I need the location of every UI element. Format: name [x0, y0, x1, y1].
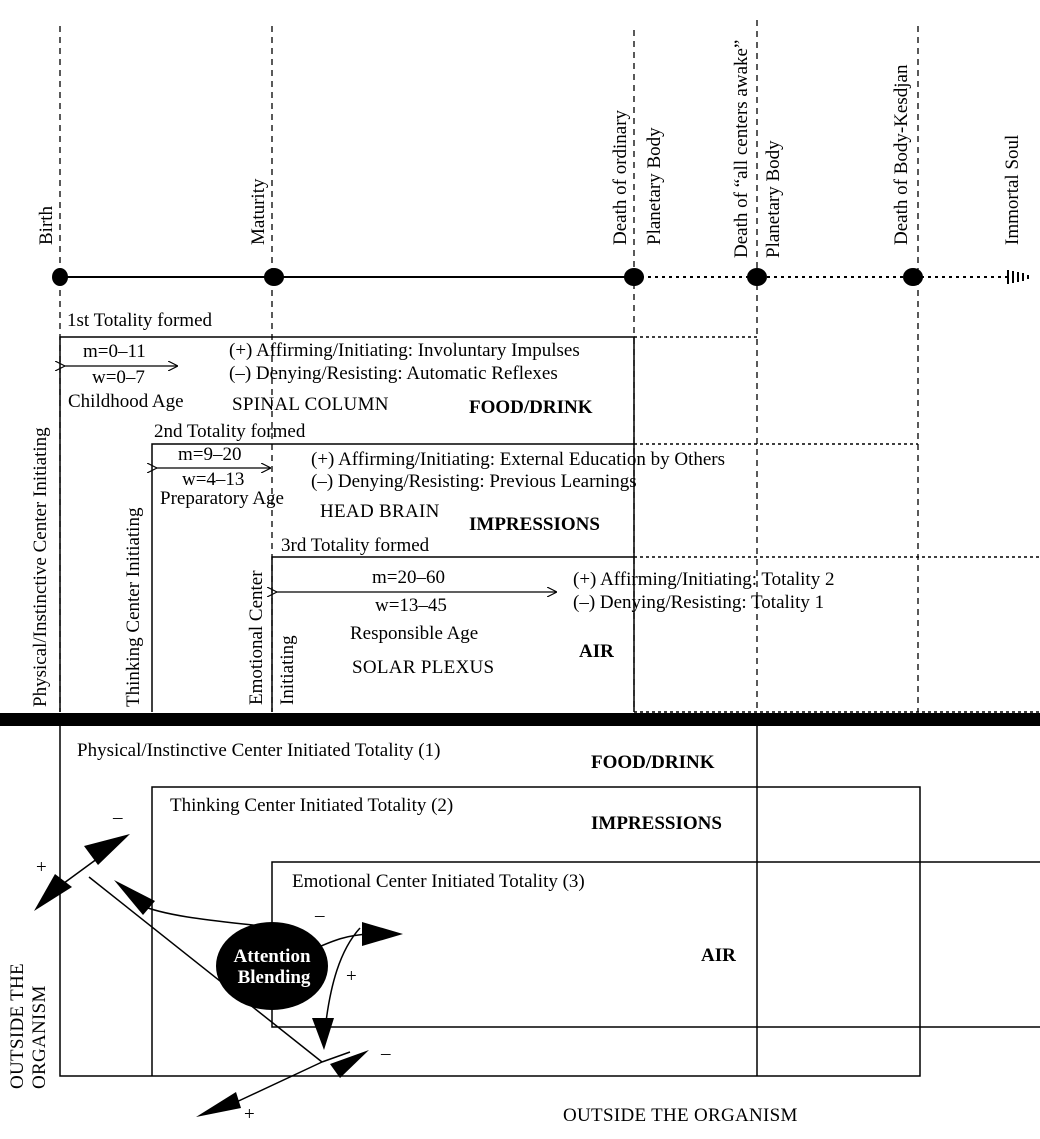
polarity-signs: – + – + – + — [36, 807, 391, 1125]
label-death-all-centers: Death of “all centers awake” — [731, 40, 752, 258]
totality-2-formed: 2nd Totality formed — [154, 421, 306, 442]
upper-boxes — [59, 336, 1040, 713]
totality-1-age: Childhood Age — [68, 391, 184, 412]
totality-2-affirming: (+) Affirming/Initiating: External Educa… — [311, 449, 725, 470]
totality-1-w-range: w=0–7 — [92, 367, 145, 388]
totality-3-section: 3rd Totality formed m=20–60 w=13–45 Resp… — [276, 535, 834, 678]
totality-3-m-range: m=20–60 — [372, 567, 445, 588]
maturity-dot — [264, 268, 284, 286]
death-all-centers-dot — [747, 268, 767, 286]
death-kesdjan-dot — [903, 268, 923, 286]
box-3-label: Emotional Center Initiated Totality (3) — [292, 871, 585, 892]
box-1-label: Physical/Instinctive Center Initiated To… — [77, 740, 440, 761]
label-death-ordinary: Death of ordinary — [610, 109, 631, 245]
arrow-lower-right — [330, 1050, 369, 1078]
label-planetary-body-2: Planetary Body — [763, 140, 784, 258]
milestone-labels: Birth Maturity Death of ordinary Planeta… — [36, 40, 1023, 258]
sign-minus-1: – — [112, 807, 123, 828]
center-labels: Physical/Instinctive Center Initiating T… — [30, 427, 298, 707]
arrow-lower-left — [196, 1092, 241, 1117]
label-maturity: Maturity — [248, 178, 269, 245]
label-thinking-center: Thinking Center Initiating — [123, 507, 144, 707]
label-planetary-body-1: Planetary Body — [644, 127, 665, 245]
totality-1-organ: SPINAL COLUMN — [232, 394, 389, 415]
death-ordinary-dot — [624, 268, 644, 286]
attention-blending-node — [216, 922, 328, 1010]
box-1-food: FOOD/DRINK — [591, 752, 715, 773]
totality-2-m-range: m=9–20 — [178, 444, 242, 465]
totality-1-formed: 1st Totality formed — [67, 310, 213, 331]
totality-3-affirming: (+) Affirming/Initiating: Totality 2 — [573, 569, 834, 590]
arrow-right — [362, 922, 403, 946]
totality-2-denying: (–) Denying/Resisting: Previous Learning… — [311, 471, 637, 492]
totality-1-denying: (–) Denying/Resisting: Automatic Reflexe… — [229, 363, 558, 384]
totality-3-denying: (–) Denying/Resisting: Totality 1 — [573, 592, 824, 613]
sign-plus-2: + — [346, 966, 357, 987]
sign-minus-3: – — [380, 1043, 391, 1064]
box-2-food: IMPRESSIONS — [591, 813, 722, 834]
lower-boxes — [59, 726, 1040, 1077]
outside-left-label-1: OUTSIDE THE — [7, 963, 28, 1089]
label-death-kesdjan: Death of Body-Kesdjan — [891, 64, 912, 245]
totality-1-affirming: (+) Affirming/Initiating: Involuntary Im… — [229, 340, 580, 361]
box-3-food: AIR — [701, 945, 736, 966]
separator-bar — [0, 713, 1040, 726]
label-emotional-center: Emotional Center — [246, 570, 267, 705]
totality-2-organ: HEAD BRAIN — [320, 501, 440, 522]
totality-2-food: IMPRESSIONS — [469, 514, 600, 535]
label-immortal-soul: Immortal Soul — [1002, 135, 1023, 245]
totality-1-food: FOOD/DRINK — [469, 397, 593, 418]
outside-bottom-label: OUTSIDE THE ORGANISM — [563, 1105, 798, 1126]
arrow-upper-left-up — [84, 834, 130, 865]
timeline — [52, 268, 1029, 286]
totality-1-section: 1st Totality formed m=0–11 w=0–7 Childho… — [64, 310, 593, 418]
arrow-toward-box1 — [114, 880, 155, 915]
totality-1-m-range: m=0–11 — [83, 341, 146, 362]
label-emotional-initiating: Initiating — [277, 635, 298, 705]
totality-2-w-range: w=4–13 — [182, 469, 244, 490]
arrow-upper-left-down — [34, 874, 72, 911]
sign-minus-2: – — [314, 905, 325, 926]
totality-3-w-range: w=13–45 — [375, 595, 447, 616]
lower-labels: Physical/Instinctive Center Initiated To… — [7, 740, 798, 1126]
box-2-label: Thinking Center Initiated Totality (2) — [170, 795, 453, 816]
totality-3-age: Responsible Age — [350, 623, 478, 644]
birth-dot — [52, 268, 68, 286]
arrow-down — [312, 1018, 334, 1050]
attention-arrowheads — [34, 834, 403, 1117]
label-physical-center: Physical/Instinctive Center Initiating — [30, 427, 51, 707]
totality-3-organ: SOLAR PLEXUS — [352, 657, 494, 678]
attention-label-1: Attention — [233, 946, 310, 967]
totality-3-food: AIR — [579, 641, 614, 662]
sign-plus-3: + — [244, 1104, 255, 1125]
totality-2-section: 2nd Totality formed m=9–20 w=4–13 Prepar… — [154, 421, 725, 535]
totality-3-formed: 3rd Totality formed — [281, 535, 430, 556]
timeline-arrow-head — [1007, 270, 1029, 284]
outside-left-label-2: ORGANISM — [29, 985, 50, 1089]
totality-2-age: Preparatory Age — [160, 488, 284, 509]
label-birth: Birth — [36, 205, 57, 245]
attention-label-2: Blending — [238, 967, 311, 988]
sign-plus-1: + — [36, 857, 47, 878]
